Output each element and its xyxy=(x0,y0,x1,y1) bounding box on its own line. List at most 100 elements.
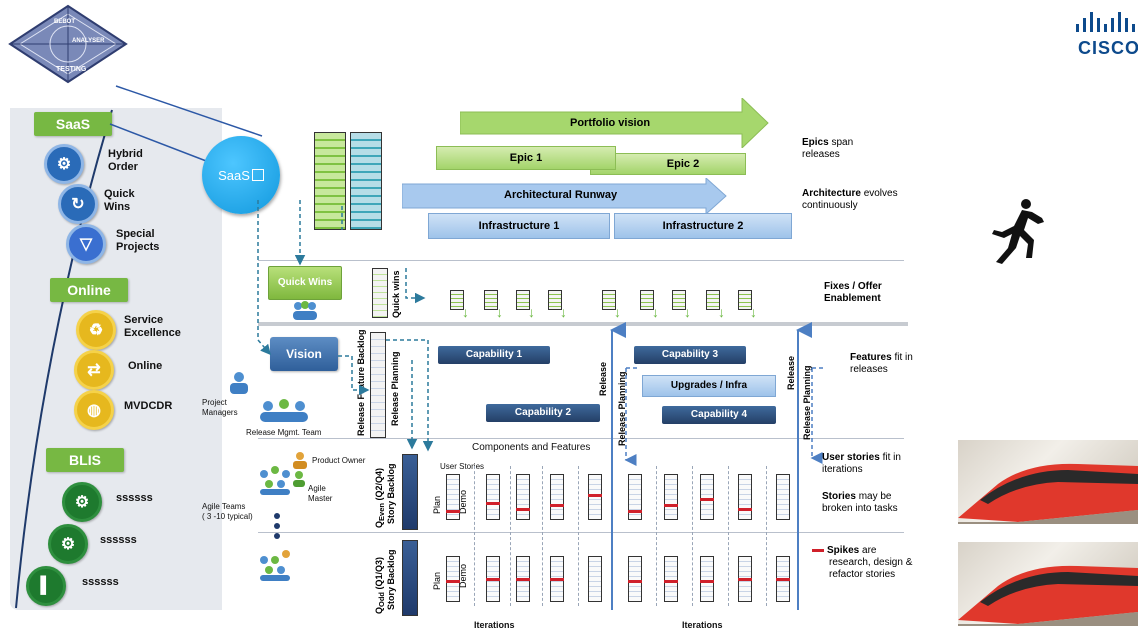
spike-mark xyxy=(516,508,530,511)
note-tasks-bold: Stories xyxy=(822,491,856,502)
train-image-2 xyxy=(958,542,1138,626)
note-epics-bold: Epics xyxy=(802,137,829,148)
plan-label-2: Plan xyxy=(432,571,442,590)
gear-icon[interactable]: ⚙ xyxy=(62,482,102,522)
spike-mark xyxy=(446,510,460,513)
spike-mark xyxy=(550,578,564,581)
train-image-1 xyxy=(958,440,1138,524)
release-label-2: Release xyxy=(786,355,796,390)
left-item-label[interactable]: Online xyxy=(128,360,163,372)
release-feature-backlog xyxy=(370,332,386,438)
quick-wins-box[interactable]: Quick Wins xyxy=(268,266,342,300)
gears-icon[interactable]: ⚙ xyxy=(48,524,88,564)
portfolio-backlog-stack xyxy=(314,132,388,232)
project-managers-line1: Project xyxy=(202,398,227,407)
odd-backlog-label-1: Story Backlog xyxy=(386,549,396,610)
iteration-bin xyxy=(738,474,752,520)
gear-icon[interactable]: ⚙ xyxy=(44,144,84,184)
epic-2-label: Epic 2 xyxy=(666,158,700,170)
fix-item xyxy=(672,290,686,310)
iteration-bin xyxy=(446,556,460,602)
agile-master-line1: Agile xyxy=(308,484,326,493)
epic-2-bar: Epic 2 xyxy=(590,153,746,175)
capability-2-label: Capability 2 xyxy=(514,407,572,418)
note-architecture: Architecture evolves continuously xyxy=(802,188,898,212)
note-features-rest2: releases xyxy=(850,364,888,375)
chart-icon[interactable]: ▌ xyxy=(26,566,66,606)
note-spikes-rest2: research, design & xyxy=(829,557,913,568)
separator-line-1 xyxy=(258,260,904,261)
separator-line-3 xyxy=(258,438,904,439)
note-arch-rest2: continuously xyxy=(802,200,858,211)
iteration-bin xyxy=(628,556,642,602)
fix-item xyxy=(706,290,720,310)
iteration-bin xyxy=(700,474,714,520)
release-feature-backlog-label: Release Feature Backlog xyxy=(356,329,366,436)
globe-icon[interactable]: ◍ xyxy=(74,390,114,430)
capability-3: Capability 3 xyxy=(634,346,746,364)
iteration-bin xyxy=(700,556,714,602)
note-epics-rest1: span xyxy=(831,137,854,148)
down-arrow-icon: ↓ xyxy=(684,304,691,320)
left-item-label[interactable]: ssssss xyxy=(116,492,153,504)
badge-text-top: BEBOT xyxy=(54,19,75,25)
spike-mark xyxy=(446,580,460,583)
saas-bubble[interactable]: SaaS xyxy=(202,136,280,214)
note-spikes-bold: Spikes xyxy=(827,545,860,556)
cisco-wordmark: CISCO xyxy=(1078,38,1138,58)
runner-icon xyxy=(986,196,1046,264)
iteration-bin xyxy=(588,556,602,602)
even-story-backlog xyxy=(402,454,418,530)
triangle-icon[interactable]: ▽ xyxy=(66,224,106,264)
note-spikes: Spikes are research, design & refactor s… xyxy=(812,545,912,581)
left-item-label[interactable]: ssssss xyxy=(82,576,119,588)
cisco-bars-icon xyxy=(1076,12,1135,32)
bebot-logo: BEBOT ANALYSER TESTING xyxy=(8,4,128,84)
even-backlog-label-1: Story Backlog xyxy=(386,463,396,524)
arrows-icon[interactable]: ⇄ xyxy=(74,350,114,390)
note-arch-rest1: evolves xyxy=(863,188,898,199)
fix-item xyxy=(738,290,752,310)
category-tab-online[interactable]: Online xyxy=(50,278,128,302)
team-dots xyxy=(272,512,282,542)
category-tab-blis[interactable]: BLIS xyxy=(46,448,124,472)
spike-mark xyxy=(628,580,642,583)
portfolio-vision-label: Portfolio vision xyxy=(570,117,651,129)
cisco-logo: CISCO xyxy=(1074,12,1138,62)
project-managers-icon xyxy=(226,370,252,396)
upgrades-infra-label: Upgrades / Infra xyxy=(670,380,748,391)
spike-mark xyxy=(776,578,790,581)
spike-mark xyxy=(486,578,500,581)
iteration-divider xyxy=(510,466,511,606)
infrastructure-1-bar: Infrastructure 1 xyxy=(428,213,610,239)
infrastructure-2-bar: Infrastructure 2 xyxy=(614,213,792,239)
vision-box[interactable]: Vision xyxy=(270,337,338,371)
spike-mark xyxy=(700,580,714,583)
agile-master-line2: Master xyxy=(308,494,333,503)
recycle-icon[interactable]: ♻ xyxy=(76,310,116,350)
category-tab-saas[interactable]: SaaS xyxy=(34,112,112,136)
left-item-label[interactable]: MVDCDR xyxy=(124,400,173,412)
product-owner-icon xyxy=(290,450,310,470)
refresh-icon[interactable]: ↻ xyxy=(58,184,98,224)
down-arrow-icon: ↓ xyxy=(614,304,621,320)
note-arch-bold: Architecture xyxy=(802,188,861,199)
left-item-label[interactable]: ssssss xyxy=(100,534,137,546)
note-spikes-rest3: refactor stories xyxy=(829,569,896,580)
vision-box-label: Vision xyxy=(286,347,322,361)
quick-wins-backlog xyxy=(372,268,388,318)
agile-master-icon xyxy=(290,470,308,488)
note-tasks: Stories may be broken into tasks xyxy=(822,491,898,515)
architectural-runway-label: Architectural Runway xyxy=(504,189,618,201)
fix-item xyxy=(484,290,498,310)
agile-team-icon-1 xyxy=(256,464,294,496)
note-spikes-rest1: are xyxy=(862,545,877,556)
release-planning-label-2: Release Planning xyxy=(802,365,812,440)
agile-team-icon-2 xyxy=(256,548,294,582)
iteration-divider xyxy=(656,466,657,606)
saas-bubble-label: SaaS xyxy=(218,167,250,183)
